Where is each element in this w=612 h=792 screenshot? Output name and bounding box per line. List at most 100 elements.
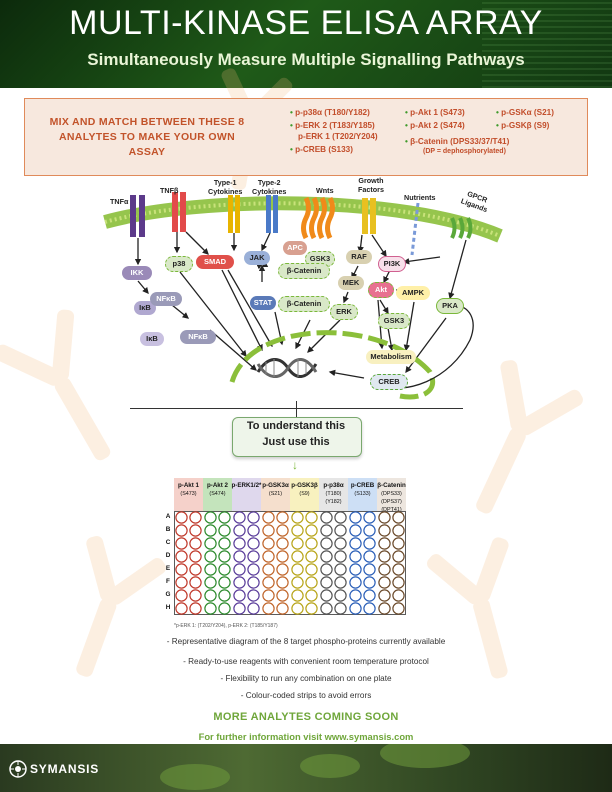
analyte-item: • p-CREB (S133) <box>290 145 353 154</box>
plate-well <box>334 576 347 589</box>
plate-column-tint <box>290 478 319 511</box>
plate-well <box>349 511 362 524</box>
plate-well <box>291 589 304 602</box>
node-akt: Akt <box>368 282 394 298</box>
leaf-decoration <box>160 764 230 790</box>
plate-well <box>204 602 217 615</box>
plate-well <box>247 576 260 589</box>
plate-well <box>305 511 318 524</box>
plate-well <box>175 550 188 563</box>
analyte-item: • p-ERK 2 (T183/Y185) <box>290 121 375 130</box>
plate-well <box>392 550 405 563</box>
node-beta-catenin-2: β-Catenin <box>278 296 330 312</box>
plate-column-tint <box>174 478 203 511</box>
plate-well <box>175 602 188 615</box>
node-pi3k: PI3K <box>378 256 406 272</box>
feature-bullet: - Ready-to-use reagents with convenient … <box>183 657 429 666</box>
plate-well <box>175 524 188 537</box>
understand-box <box>232 417 362 457</box>
analyte-item: p-ERK 1 (T202/Y204) <box>298 132 378 141</box>
node-ikb-2: IκB <box>140 332 164 346</box>
plate-well <box>218 511 231 524</box>
plate-well <box>392 576 405 589</box>
node-metabolism: Metabolism <box>366 350 416 364</box>
analyte-item: • p-Akt 2 (S474) <box>405 121 465 130</box>
plate-well <box>262 563 275 576</box>
plate-well <box>363 550 376 563</box>
plate-well <box>247 524 260 537</box>
node-nfkb-1: NFκB <box>150 292 182 306</box>
plate-well <box>175 563 188 576</box>
plate-well <box>218 576 231 589</box>
plate-well <box>320 602 333 615</box>
plate-well <box>291 576 304 589</box>
plate-column-tint <box>348 478 377 511</box>
plate-well <box>276 576 289 589</box>
receptor-label-wnts: Wnts <box>316 186 334 195</box>
plate-well <box>291 511 304 524</box>
plate-footnote: *p-ERK 1: (T202/Y204), p-ERK 2: (T185/Y1… <box>174 623 278 629</box>
analyte-item: • p-GSKβ (S9) <box>496 121 550 130</box>
plate-column-tint <box>203 478 232 511</box>
plate-well <box>233 563 246 576</box>
plate-well <box>363 537 376 550</box>
symansis-logo-icon <box>9 760 27 778</box>
footer-banner <box>0 744 612 792</box>
plate-well <box>305 589 318 602</box>
plate-well <box>189 563 202 576</box>
node-jak: JAK <box>244 251 270 265</box>
node-smad: SMAD <box>196 255 234 269</box>
plate-column-header: p-GSK3β(S9) <box>291 482 318 497</box>
analyte-item: • p-p38α (T180/Y182) <box>290 108 370 117</box>
plate-well <box>262 550 275 563</box>
plate-column-header: p-Akt 2(S474) <box>207 482 228 497</box>
plate-well <box>334 511 347 524</box>
node-pka: PKA <box>436 298 464 314</box>
plate-well <box>334 602 347 615</box>
plate-well <box>218 589 231 602</box>
plate-frame <box>174 511 406 615</box>
plate-row-label: B <box>165 526 171 533</box>
header-texture <box>482 0 612 88</box>
plate-well <box>349 563 362 576</box>
well-plate <box>174 511 406 615</box>
plate-well <box>363 576 376 589</box>
plate-well <box>363 511 376 524</box>
plate-well <box>262 524 275 537</box>
node-raf: RAF <box>346 250 372 264</box>
plate-well <box>378 524 391 537</box>
plate-well <box>189 550 202 563</box>
plate-column-header: β-Catenin(DPS33)(DPS37)(DPT41) <box>377 482 406 513</box>
plate-well <box>262 602 275 615</box>
plate-well <box>262 537 275 550</box>
plate-well <box>291 563 304 576</box>
node-mek: MEK <box>338 276 364 290</box>
feature-bullet: - Flexibility to run any combination on … <box>220 674 392 683</box>
plate-well <box>349 589 362 602</box>
plate-well <box>334 524 347 537</box>
plate-well <box>262 511 275 524</box>
plate-well <box>363 524 376 537</box>
plate-well <box>349 524 362 537</box>
plate-well <box>233 550 246 563</box>
plate-well <box>320 550 333 563</box>
node-ikk: IKK <box>122 266 152 280</box>
plate-well <box>305 537 318 550</box>
feature-bullet: - Representative diagram of the 8 target… <box>166 637 446 646</box>
plate-well <box>334 563 347 576</box>
plate-well <box>218 524 231 537</box>
plate-well <box>189 537 202 550</box>
node-creb: CREB <box>370 374 408 390</box>
plate-well <box>305 524 318 537</box>
plate-well <box>276 524 289 537</box>
analyte-box <box>24 98 588 176</box>
receptor-label-tnfb: TNFβ <box>160 186 179 195</box>
analyte-heading-line1: MIX AND MATCH BETWEEN THESE 8 <box>49 116 245 128</box>
node-apc: APC <box>283 241 307 255</box>
plate-well <box>349 602 362 615</box>
plate-well <box>363 563 376 576</box>
node-erk: ERK <box>330 304 358 320</box>
plate-well <box>204 563 217 576</box>
